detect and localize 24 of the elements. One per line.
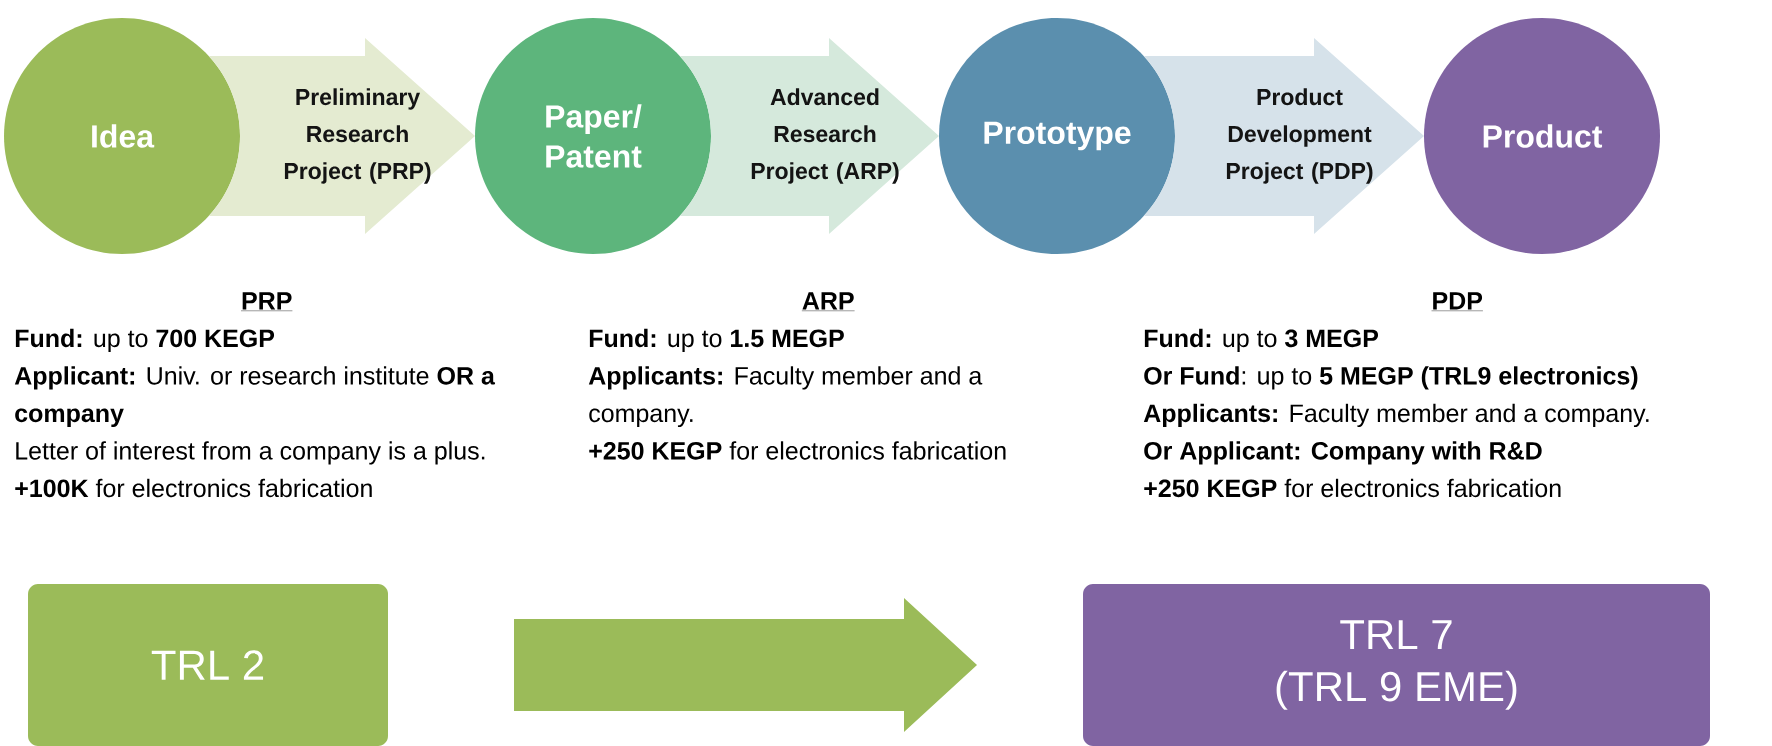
section-heading: PRP	[240, 292, 293, 311]
info-text: Applicants: Faculty member and a company.	[1143, 403, 1649, 428]
level-box: TRL 7 (TRL 9 EME)	[1083, 584, 1710, 746]
level-box: TRL 2	[28, 584, 388, 746]
info-text: +100K for electronics fabrication	[15, 478, 372, 498]
info-text: Applicants: Faculty member and a company.	[588, 366, 983, 428]
edge-label: Product Development Project (PDP)	[1226, 88, 1373, 184]
section-heading: PDP	[1431, 292, 1484, 311]
info-text: Or Fund: up to 5 MEGP (TRL9 electronics)	[1144, 366, 1638, 390]
info-text: Or Applicant: Company with R&D	[1144, 441, 1542, 465]
section-heading: ARP	[801, 292, 855, 311]
info-text: +250 KEGP for electronics fabrication	[1144, 478, 1561, 498]
edge-label: Advanced Research Project (ARP)	[751, 88, 899, 184]
info-text: Applicant: Univ. or research institute OR a company	[14, 366, 496, 428]
info-text: Fund: up to 700 KEGP	[15, 328, 275, 353]
block-arrow	[514, 598, 977, 732]
block-arrow	[208, 38, 475, 234]
info-text: +250 KEGP for electronics fabrication	[589, 441, 1006, 460]
edge-label: Preliminary Research Project (PRP)	[284, 88, 431, 184]
info-text: Fund: up to 1.5 MEGP	[589, 328, 844, 353]
block-arrow	[679, 38, 939, 234]
block-arrow	[1143, 38, 1424, 234]
info-text: Fund: up to 3 MEGP	[1144, 328, 1378, 353]
info-text: Letter of interest from a company is a plus.	[16, 441, 485, 465]
